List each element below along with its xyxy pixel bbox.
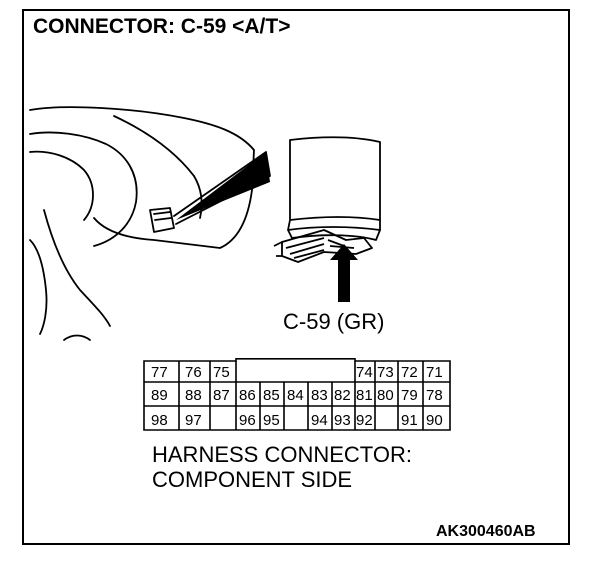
ecu-unit [289, 136, 381, 221]
pin: 74 [356, 364, 373, 381]
pin: 88 [185, 387, 202, 404]
harness-connector [281, 229, 373, 263]
diagram-title: CONNECTOR: C-59 <A/T> [33, 15, 291, 38]
pin: 92 [356, 412, 373, 429]
pin: 98 [151, 412, 168, 429]
caption-line-1: HARNESS CONNECTOR: [152, 442, 412, 467]
pin: 72 [401, 364, 418, 381]
callout-wedge [176, 152, 270, 220]
diagram-frame [22, 9, 570, 545]
connector-label: C-59 (GR) [283, 309, 385, 334]
pin: 85 [263, 387, 280, 404]
pin: 78 [426, 387, 443, 404]
connector-arrow [330, 244, 358, 302]
pin: 95 [263, 412, 280, 429]
dashboard-outline [29, 106, 255, 249]
pin: 91 [401, 412, 418, 429]
pin: 90 [426, 412, 443, 429]
ecu-location-box [149, 207, 175, 233]
pin-layout: 77 76 75 74 73 72 71 89 88 87 86 85 84 8… [143, 358, 451, 431]
pin: 89 [151, 387, 168, 404]
pin: 71 [426, 364, 443, 381]
pin: 75 [213, 364, 230, 381]
pin: 80 [377, 387, 394, 404]
pin: 81 [356, 387, 373, 404]
pin: 79 [401, 387, 418, 404]
pin: 87 [213, 387, 230, 404]
pin: 82 [334, 387, 351, 404]
dashboard-illustration [29, 106, 381, 341]
pin: 76 [185, 364, 202, 381]
pin: 77 [151, 364, 168, 381]
pin: 97 [185, 412, 202, 429]
pin: 86 [239, 387, 256, 404]
figure-code: AK300460AB [436, 523, 536, 540]
pin: 73 [377, 364, 394, 381]
caption-line-2: COMPONENT SIDE [152, 467, 353, 492]
pin: 83 [311, 387, 328, 404]
pin: 93 [334, 412, 351, 429]
pin: 96 [239, 412, 256, 429]
pin: 94 [311, 412, 328, 429]
pin: 84 [287, 387, 304, 404]
pin-layout-caption: HARNESS CONNECTOR: COMPONENT SIDE [152, 442, 412, 492]
